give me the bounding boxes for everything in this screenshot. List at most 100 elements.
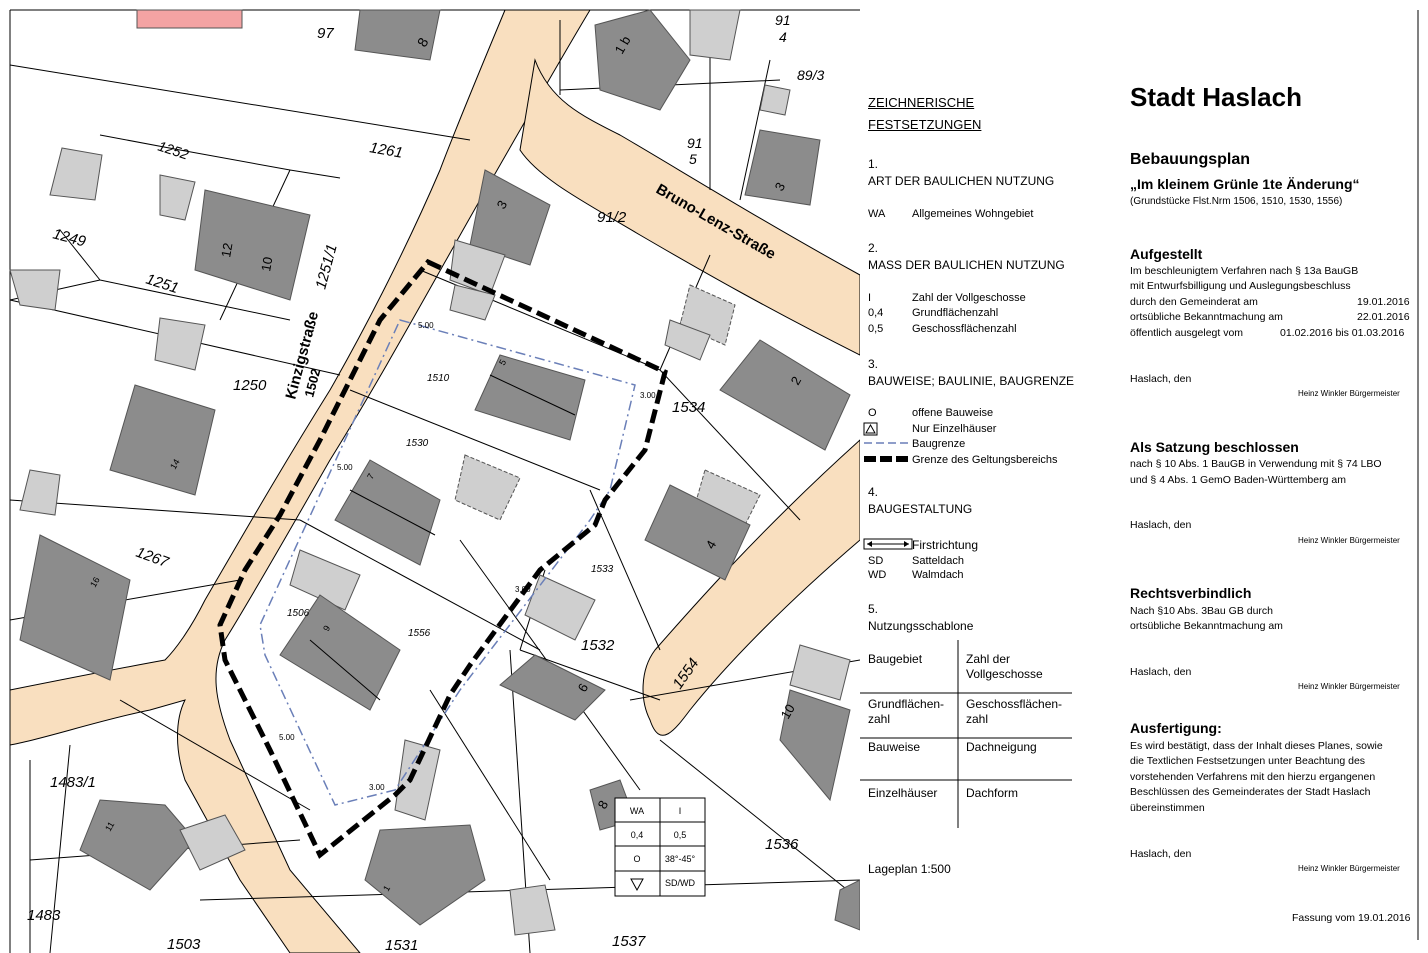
s4-text-1: Satteldach <box>912 555 964 567</box>
parcel-label: 1267 <box>134 544 172 572</box>
dimension-label: 3.00 <box>640 391 656 400</box>
s4-text-2: Walmdach <box>912 569 964 581</box>
house-number: 11 <box>103 820 116 833</box>
aus-line-4: Beschlüssen des Gemeinderates der Stadt … <box>1130 786 1371 798</box>
table-cell-3-0: Einzelhäuser <box>868 786 938 800</box>
auf-date-5: 01.02.2016 bis 01.03.2016 <box>1280 327 1405 339</box>
house-number: 12 <box>218 242 235 259</box>
table-cell-3-1: Dachform <box>966 786 1019 800</box>
dimension-label: 3.00 <box>515 585 531 594</box>
s2-text-2: Geschossflächenzahl <box>912 323 1017 335</box>
einzelhaus-icon <box>863 422 878 436</box>
s4-num: 4. <box>868 485 879 499</box>
table-cell-0-0: Baugebiet <box>868 652 923 666</box>
s4-code-2: WD <box>868 569 887 581</box>
parcel-label: 1531 <box>385 937 418 953</box>
map-nutzungsschablone <box>614 797 706 897</box>
dimension-label: 3.00 <box>369 783 385 792</box>
s4-code-1: SD <box>868 555 884 567</box>
s3-code-0: O <box>868 407 877 419</box>
parcel-label: 89/3 <box>797 67 824 83</box>
dimension-label: 5.00 <box>418 321 434 330</box>
s2-code-2: 0,5 <box>868 323 884 335</box>
parcel-label: 1534 <box>672 399 705 416</box>
plan-sub: (Grundstücke Flst.Nrm 1506, 1510, 1530, … <box>1130 196 1343 207</box>
parcel-label: 4 <box>779 29 787 45</box>
sat-line-2: und § 4 Abs. 1 GemO Baden-Württemberg am <box>1130 474 1346 486</box>
rec-line-2: ortsübliche Bekanntmachung am <box>1130 620 1283 632</box>
geltungsbereich-line <box>217 258 668 859</box>
s2-title: MASS DER BAULICHEN NUTZUNG <box>868 258 1065 272</box>
parcel-label: 1510 <box>427 373 450 384</box>
aus-line-2: die Textlichen Festsetzungen unter Beach… <box>1130 755 1366 767</box>
parcel-label: 5 <box>689 151 697 167</box>
s2-code-1: 0,4 <box>868 307 884 319</box>
parcel-label: 91 <box>687 135 703 151</box>
signer-3: Heinz Winkler Bürgermeister <box>1298 682 1400 691</box>
table-cell-1-1: Geschossflächen-zahl <box>966 697 1063 726</box>
firstrichtung-icon <box>863 538 913 550</box>
signer-1: Heinz Winkler Bürgermeister <box>1298 389 1400 398</box>
table-cell-2-0: Bauweise <box>868 740 921 754</box>
table-cell-1-0: Grundflächen-zahl <box>868 697 945 726</box>
s4-title: BAUGESTALTUNG <box>868 502 973 516</box>
satzung-heading: Als Satzung beschlossen <box>1130 439 1299 455</box>
s3-title: BAUWEISE; BAULINIE, BAUGRENZE <box>868 374 1075 388</box>
auf-line-4: ortsübliche Bekanntmachung am <box>1130 311 1283 323</box>
title-block: Stadt Haslach Bebauungsplan „Im kleinem … <box>1110 0 1428 953</box>
s3-text-0: offene Bauweise <box>912 407 994 419</box>
fassung: Fassung vom 19.01.2016 <box>1292 912 1411 924</box>
right-frame-line <box>1417 10 1419 940</box>
schablone-cell: O <box>633 854 640 864</box>
aus-line-3: vorstehenden Verfahrens mit den hierzu e… <box>1130 771 1376 783</box>
signer-4: Heinz Winkler Bürgermeister <box>1298 864 1400 873</box>
house-number: 10 <box>778 701 798 721</box>
parcel-label: 91/2 <box>597 209 627 226</box>
house-number: 5 <box>497 358 508 367</box>
aus-line-1: Es wird bestätigt, dass der Inhalt diese… <box>1130 740 1383 752</box>
s1-num: 1. <box>868 157 879 171</box>
schablone-cell: 38°-45° <box>665 854 696 864</box>
parcel-label: 1532 <box>581 637 615 654</box>
plan-name: „Im kleinem Grünle 1te Änderung“ <box>1130 176 1360 192</box>
parcel-label: 1506 <box>287 608 310 619</box>
geltungsbereich-legend-icon <box>864 456 910 462</box>
schablone-cell: I <box>679 806 682 816</box>
parcel-label: 1483/1 <box>50 774 96 791</box>
schablone-cell: WA <box>630 806 644 816</box>
s1-text-0: Allgemeines Wohngebiet <box>912 208 1034 220</box>
parcel-label: 97 <box>317 25 334 42</box>
parcel-label: 1483 <box>27 907 61 924</box>
auf-line-2: mit Entwurfsbilligung und Auslegungsbesc… <box>1130 280 1351 292</box>
s3-num: 3. <box>868 357 879 371</box>
aufgestellt-heading: Aufgestellt <box>1130 246 1203 262</box>
table-cell-0-1: Zahl der Vollgeschosse <box>966 652 1043 681</box>
dimension-label: 5.00 <box>279 733 295 742</box>
parcel-label: 1536 <box>765 836 799 853</box>
house-number: 10 <box>258 256 275 273</box>
firstrichtung-arrows <box>309 374 576 701</box>
buildings <box>9 9 860 936</box>
s1-title: ART DER BAULICHEN NUTZUNG <box>868 174 1055 188</box>
auf-date-3: 19.01.2016 <box>1357 296 1410 308</box>
signer-2: Heinz Winkler Bürgermeister <box>1298 536 1400 545</box>
baugrenze-legend-icon <box>864 442 910 444</box>
haslach-den-2: Haslach, den <box>1130 519 1192 531</box>
haslach-den-3: Haslach, den <box>1130 666 1192 678</box>
auf-date-4: 22.01.2016 <box>1357 311 1410 323</box>
scale-label: Lageplan 1:500 <box>868 862 951 876</box>
s2-code-0: I <box>868 292 872 304</box>
s3-text-1: Nur Einzelhäuser <box>912 423 997 435</box>
nutzungsschablone-table-lines <box>860 640 1072 828</box>
legend-title-2: FESTSETZUNGEN <box>868 117 982 132</box>
table-cell-2-1: Dachneigung <box>966 740 1037 754</box>
ausf-heading: Ausfertigung: <box>1130 720 1222 736</box>
s3-text-2: Baugrenze <box>912 438 966 450</box>
parcel-label: 1250 <box>233 377 267 394</box>
schablone-cell: 0,4 <box>631 830 644 840</box>
auf-line-5: öffentlich ausgelegt vom <box>1130 327 1244 339</box>
house-number: 14 <box>168 457 182 471</box>
s1-code-0: WA <box>868 208 886 220</box>
